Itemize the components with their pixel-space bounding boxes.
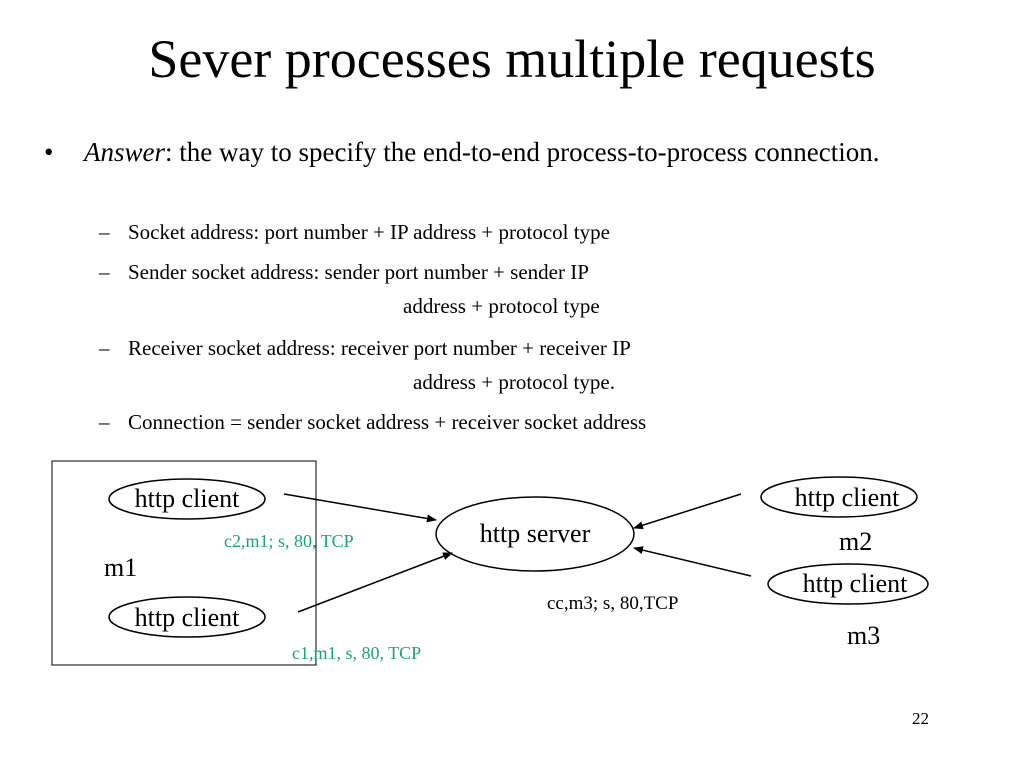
connection-label-lower-left: c1,m1, s, 80, TCP xyxy=(292,643,421,663)
server-node-ellipse xyxy=(435,496,635,572)
sub-bullet-text: Connection = sender socket address + rec… xyxy=(128,410,647,434)
client-node-ellipse xyxy=(108,478,266,520)
client-node-label: http client xyxy=(135,603,240,632)
slide-title: Sever processes multiple requests xyxy=(148,29,876,89)
machine-label-m2: m2 xyxy=(839,527,872,556)
sub-bullet-text: Socket address: port number + IP address… xyxy=(128,220,610,244)
client-node-label: http client xyxy=(795,483,900,512)
sub-bullet-dash: – xyxy=(99,410,110,434)
connection-label-upper-left: c2,m1; s, 80, TCP xyxy=(224,531,354,551)
client-node-ellipse xyxy=(760,476,918,518)
connection-label-right: cc,m3; s, 80,TCP xyxy=(547,593,678,614)
bullet-label-suffix: : the way to specify the end-to-end proc… xyxy=(165,137,880,167)
page-number: 22 xyxy=(912,709,929,728)
client-node-ellipse xyxy=(767,563,929,605)
connection-arrow xyxy=(633,493,742,530)
bullet-text: Answer: the way to specify the end-to-en… xyxy=(84,133,964,171)
sub-bullet-dash: – xyxy=(99,336,110,360)
machine-label-m3: m3 xyxy=(847,621,880,650)
bullet-marker: • xyxy=(44,137,54,167)
sub-bullet-text: Receiver socket address: receiver port n… xyxy=(128,336,631,360)
machine-label-m1: m1 xyxy=(104,553,137,582)
connection-arrow xyxy=(297,552,453,613)
bullet-label: Answer xyxy=(84,137,165,167)
client-node-ellipse xyxy=(108,596,266,638)
client-node-label: http client xyxy=(803,569,908,598)
sub-bullet-continuation: address + protocol type xyxy=(403,294,600,318)
machine-m1-box xyxy=(51,460,317,666)
client-node-label: http client xyxy=(135,484,240,513)
sub-bullet-dash: – xyxy=(99,220,110,244)
connection-arrow xyxy=(283,493,437,523)
sub-bullet-dash: – xyxy=(99,260,110,284)
server-node-label: http server xyxy=(480,519,591,548)
sub-bullet-text: Sender socket address: sender port numbe… xyxy=(128,260,589,284)
sub-bullet-continuation: address + protocol type. xyxy=(413,370,615,394)
connection-arrow xyxy=(633,546,752,577)
